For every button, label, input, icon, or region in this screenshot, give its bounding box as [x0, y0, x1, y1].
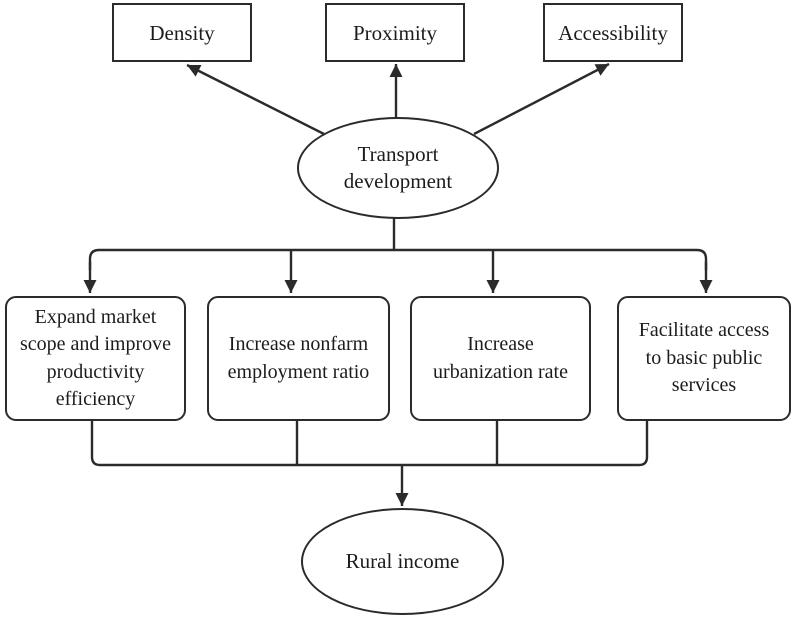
density-label: Density	[149, 20, 215, 45]
mechanism-urbanization-label: Increase urbanization rate	[433, 333, 568, 383]
mechanism-nonfarm-label: Increase nonfarm employment ratio	[227, 333, 370, 383]
transport-development-ellipse: Transport development	[297, 117, 499, 219]
mechanism-box-services: Facilitate access to basic public servic…	[617, 296, 791, 421]
mechanism-box-nonfarm: Increase nonfarm employment ratio	[207, 296, 390, 421]
edge-transport-accessibility-arrow	[473, 62, 610, 136]
proximity-label: Proximity	[352, 20, 437, 45]
collector-rail	[90, 420, 649, 467]
accessibility-box: Accessibility	[543, 3, 683, 62]
transport-development-label: Transport development	[343, 142, 453, 193]
rural-income-label: Rural income	[345, 549, 460, 573]
mechanism-box-market: Expand market scope and improve producti…	[5, 296, 186, 421]
mechanism-market-label: Expand market scope and improve producti…	[19, 305, 172, 411]
mechanism-box-urbanization: Increase urbanization rate	[410, 296, 591, 421]
density-box: Density	[112, 3, 252, 62]
proximity-box: Proximity	[325, 3, 465, 62]
distribution-rail	[88, 248, 708, 270]
rural-income-ellipse: Rural income	[301, 508, 504, 615]
accessibility-label: Accessibility	[558, 20, 668, 45]
mechanism-services-label: Facilitate access to basic public servic…	[638, 319, 770, 397]
edge-transport-density-arrow	[186, 63, 325, 136]
